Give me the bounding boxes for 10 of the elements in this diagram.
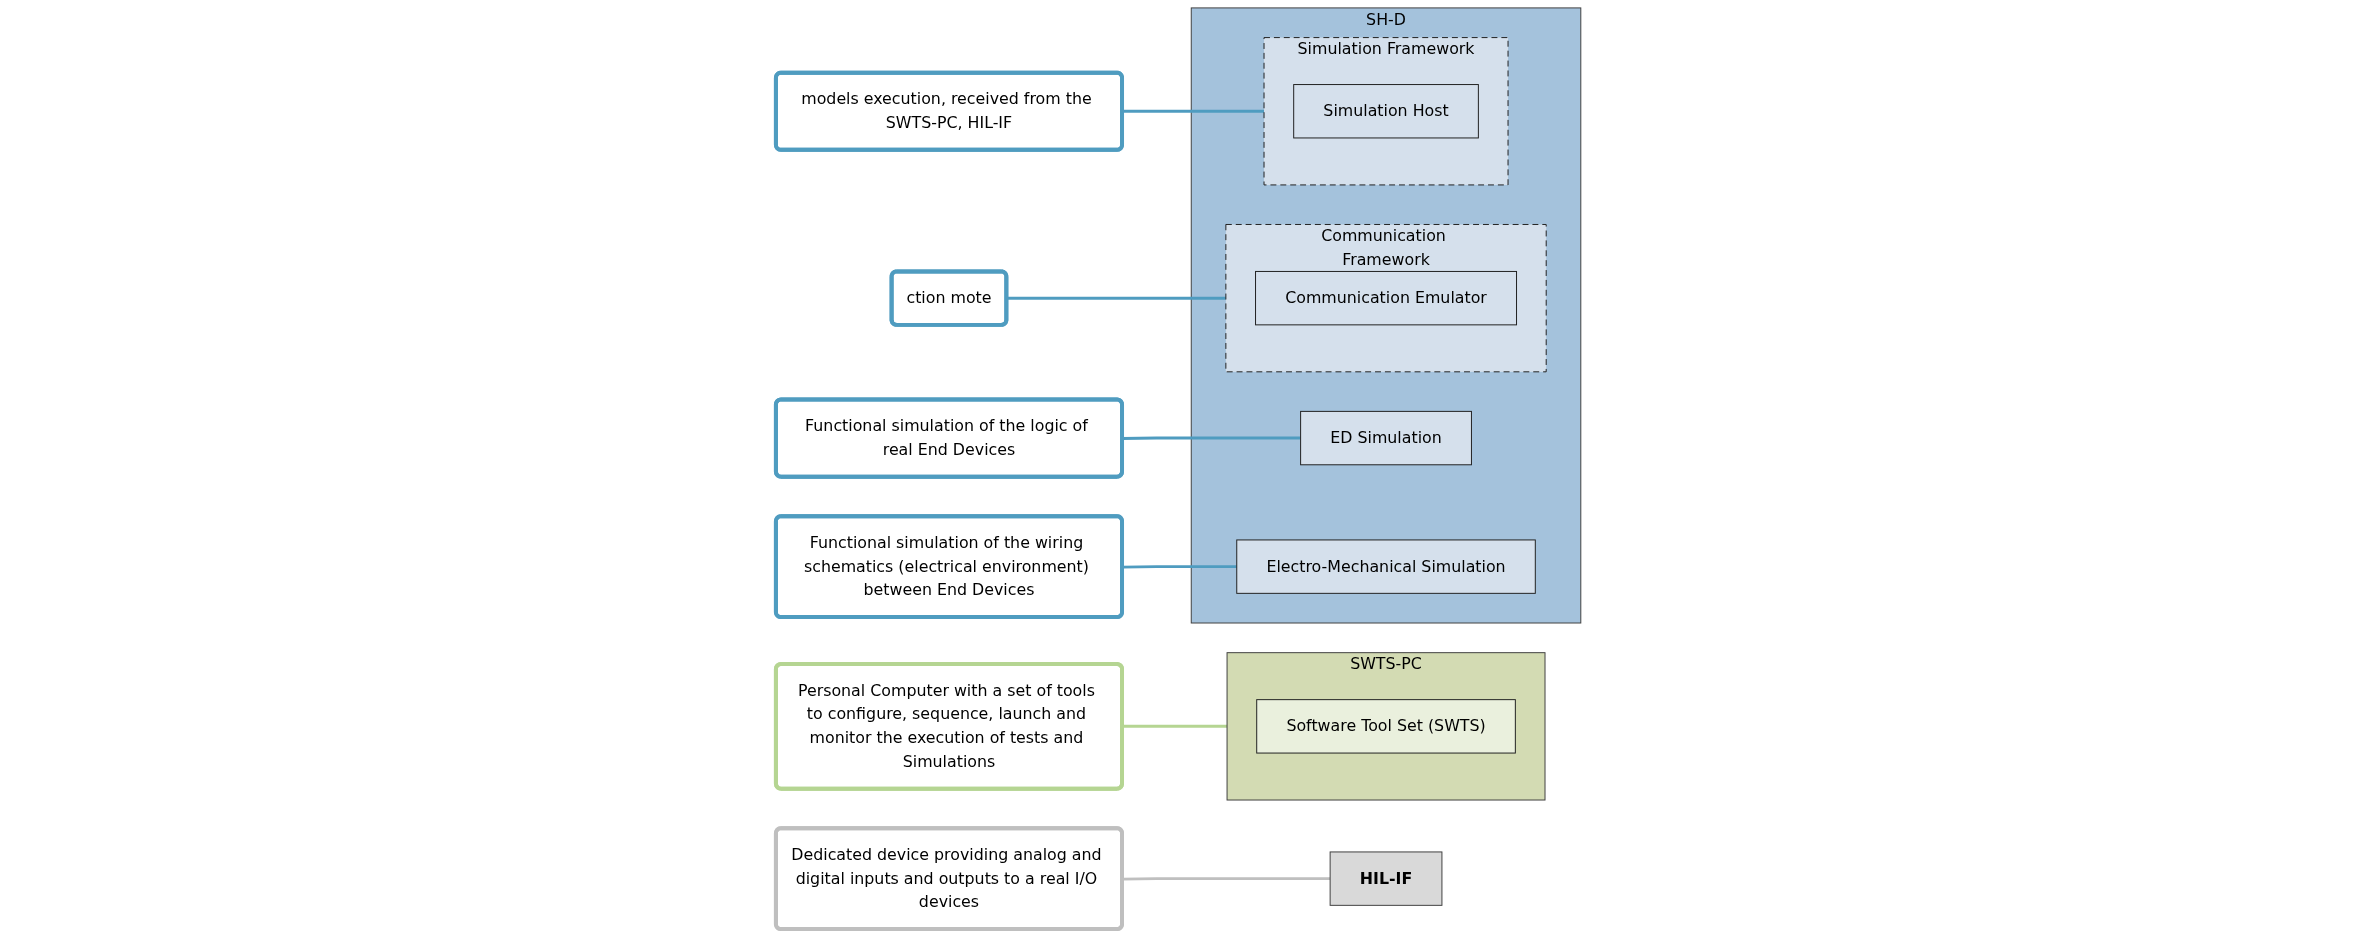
node-box: Simulation Host xyxy=(1292,84,1479,139)
connector xyxy=(1122,436,1301,441)
connector xyxy=(1122,565,1237,569)
node-box: HIL-IF xyxy=(1329,851,1443,906)
connector xyxy=(1122,877,1330,881)
connector xyxy=(1006,296,1226,300)
node-box: ED Simulation xyxy=(1299,410,1472,466)
node-box: Communication Emulator xyxy=(1254,270,1517,326)
node-box: Software Tool Set (SWTS) xyxy=(1255,699,1516,754)
node-box: Electro-Mechanical Simulation xyxy=(1235,539,1536,594)
